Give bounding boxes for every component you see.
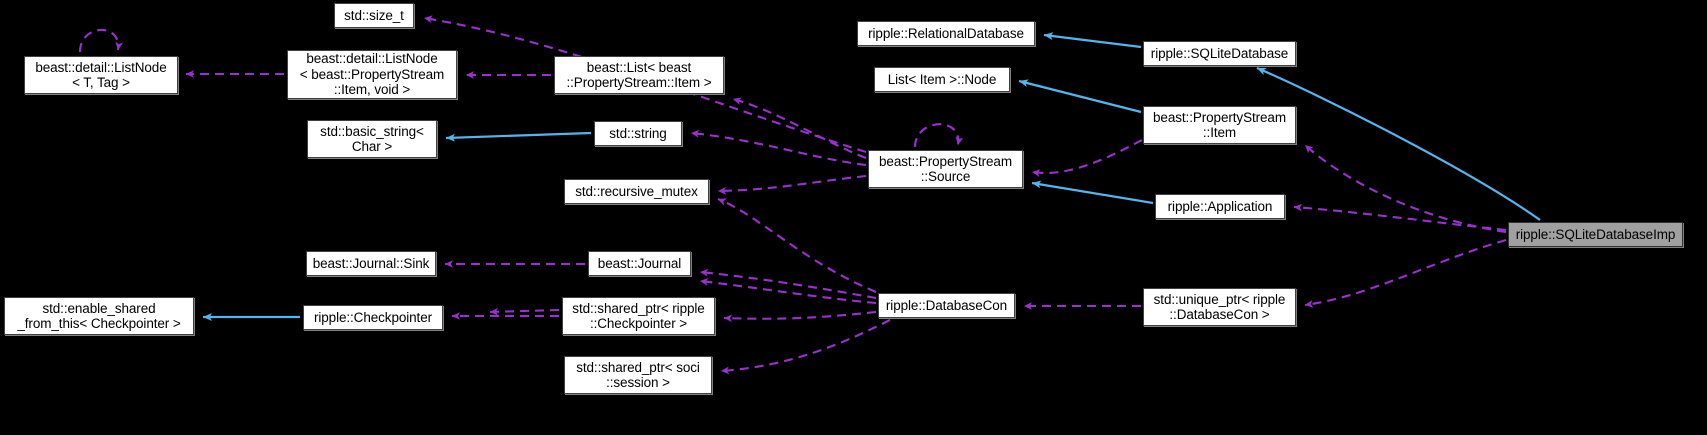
node-label-beast_journal: beast::Journal	[597, 255, 682, 271]
node-label-listnode_item_void: beast::detail::ListNode < beast::Propert…	[299, 51, 445, 98]
node-listnode_item_void[interactable]: beast::detail::ListNode < beast::Propert…	[287, 50, 457, 99]
node-label-basic_string: std::basic_string< Char >	[320, 123, 424, 155]
edge-source-to-list	[732, 97, 867, 159]
node-label-list_item_node: List< Item >::Node	[887, 71, 997, 87]
node-application[interactable]: ripple::Application	[1155, 194, 1285, 219]
node-enable_shared[interactable]: std::enable_shared _from_this< Checkpoin…	[4, 297, 194, 335]
inheritance-edges	[203, 32, 1541, 321]
node-label-relational_db: ripple::RelationalDatabase	[868, 25, 1024, 41]
node-shared_ptr_ckpt[interactable]: std::shared_ptr< ripple ::Checkpointer >	[562, 297, 715, 335]
node-ps_source[interactable]: beast::PropertyStream ::Source	[868, 150, 1023, 188]
node-label-shared_ptr_ckpt: std::shared_ptr< ripple ::Checkpointer >	[572, 300, 705, 332]
edge-source-to-mutex	[717, 174, 867, 195]
node-label-std_string: std::string	[609, 125, 667, 141]
edge-source-to-string	[690, 129, 867, 167]
node-std_string[interactable]: std::string	[594, 121, 682, 146]
node-label-recursive_mutex: std::recursive_mutex	[575, 183, 698, 199]
node-label-size_t: std::size_t	[344, 7, 404, 23]
node-label-database_con: ripple::DatabaseCon	[885, 297, 1008, 313]
edge-dbcon-to-journal-2	[699, 278, 877, 305]
usage-edges	[78, 15, 1507, 375]
edge-dbcon-to-journal	[699, 268, 877, 300]
edge-listnode-self	[78, 28, 123, 53]
edge-sqlitedb-to-relationaldb	[1043, 32, 1142, 49]
node-basic_string[interactable]: std::basic_string< Char >	[307, 120, 437, 158]
node-label-journal_sink: beast::Journal::Sink	[312, 255, 430, 271]
edge-imp-to-item	[1304, 144, 1507, 234]
edge-imp-to-uniqueptr	[1304, 238, 1507, 308]
edge-dbcon-to-sharedptr-soci	[720, 319, 891, 375]
node-label-beast_list_item: beast::List< beast ::PropertyStream::Ite…	[566, 59, 712, 91]
edge-checkpointer-journal-link	[489, 307, 560, 316]
edge-string-to-basicstring	[445, 131, 592, 142]
node-label-unique_ptr_dbcon: std::unique_ptr< ripple ::DatabaseCon >	[1153, 291, 1286, 323]
node-label-application: ripple::Application	[1167, 198, 1273, 214]
node-unique_ptr_dbcon[interactable]: std::unique_ptr< ripple ::DatabaseCon >	[1143, 288, 1296, 326]
edge-item-to-source	[1031, 139, 1143, 177]
node-beast_journal[interactable]: beast::Journal	[588, 251, 691, 276]
node-recursive_mutex[interactable]: std::recursive_mutex	[564, 179, 709, 204]
node-shared_ptr_soci[interactable]: std::shared_ptr< soci ::session >	[564, 356, 712, 394]
node-size_t[interactable]: std::size_t	[334, 3, 414, 28]
node-label-ps_source: beast::PropertyStream ::Source	[879, 153, 1012, 185]
edge-imp-to-sqlitedb	[1256, 66, 1541, 221]
node-journal_sink[interactable]: beast::Journal::Sink	[306, 251, 436, 276]
node-sqlite_db_imp[interactable]: ripple::SQLiteDatabaseImp	[1508, 222, 1683, 247]
node-beast_list_item[interactable]: beast::List< beast ::PropertyStream::Ite…	[554, 56, 724, 94]
node-listnode_t_tag[interactable]: beast::detail::ListNode < T, Tag >	[24, 56, 178, 94]
node-label-listnode_t_tag: beast::detail::ListNode < T, Tag >	[35, 59, 167, 91]
node-label-ps_item: beast::PropertyStream ::Item	[1153, 109, 1286, 141]
node-list_item_node[interactable]: List< Item >::Node	[874, 67, 1010, 92]
node-checkpointer[interactable]: ripple::Checkpointer	[303, 305, 443, 330]
node-label-shared_ptr_soci: std::shared_ptr< soci ::session >	[576, 359, 700, 391]
node-relational_db[interactable]: ripple::RelationalDatabase	[857, 21, 1035, 46]
edge-item-to-listnode	[1018, 79, 1142, 114]
node-label-sqlite_db_imp: ripple::SQLiteDatabaseImp	[1515, 226, 1676, 242]
node-label-sqlite_database: ripple::SQLiteDatabase	[1150, 45, 1289, 61]
node-ps_item[interactable]: beast::PropertyStream ::Item	[1143, 106, 1296, 144]
node-label-checkpointer: ripple::Checkpointer	[313, 309, 433, 325]
edge-application-to-source	[1031, 180, 1154, 205]
edge-dbcon-to-mutex	[717, 198, 877, 293]
edge-dbcon-to-sharedptr-ckpt	[723, 310, 877, 323]
edge-source-self	[913, 123, 964, 148]
node-database_con[interactable]: ripple::DatabaseCon	[878, 293, 1015, 318]
node-sqlite_database[interactable]: ripple::SQLiteDatabase	[1143, 41, 1296, 66]
edge-imp-to-application	[1293, 203, 1507, 232]
node-label-enable_shared: std::enable_shared _from_this< Checkpoin…	[17, 300, 181, 332]
